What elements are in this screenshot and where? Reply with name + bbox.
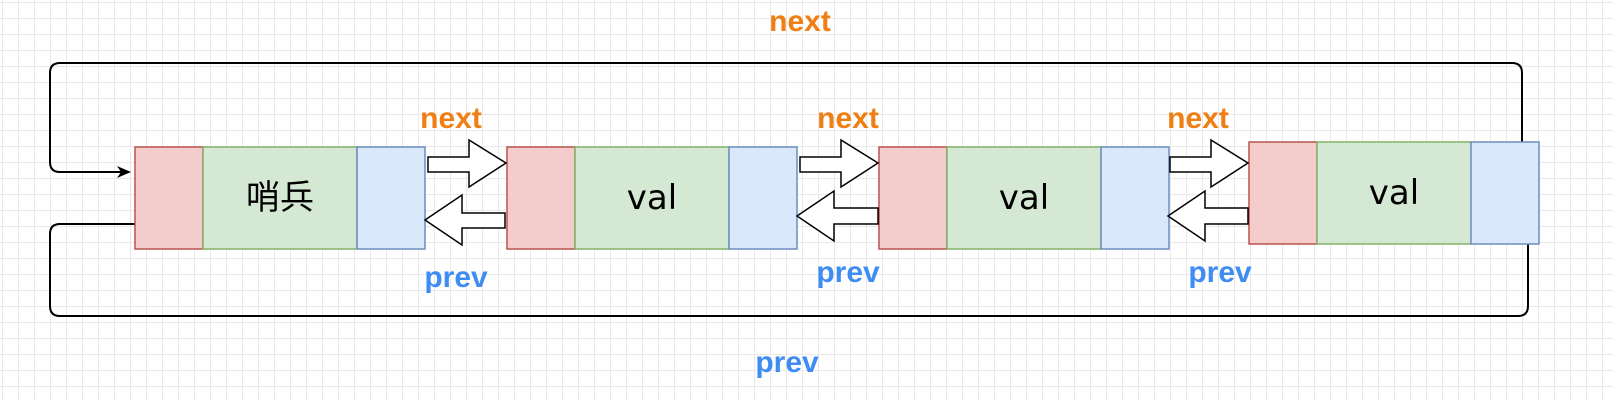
next-label: next <box>817 102 879 135</box>
next-pointer-arrow <box>427 138 508 189</box>
node-value-text: val <box>627 178 677 218</box>
wrap-prev-label: prev <box>755 346 819 379</box>
node-value-field <box>1316 141 1472 245</box>
node-value-text: val <box>999 178 1049 218</box>
next-label: next <box>1167 102 1229 135</box>
node-value-field <box>202 146 358 250</box>
node-prev-field <box>506 146 576 250</box>
node-next-field <box>356 146 426 250</box>
node-value-field <box>574 146 730 250</box>
next-pointer-arrow <box>799 138 880 189</box>
list-node: val <box>878 146 1170 250</box>
node-next-field <box>728 146 798 250</box>
list-node-sentinel: 哨兵 <box>134 146 426 250</box>
prev-pointer-arrow <box>795 189 879 243</box>
node-value-field <box>946 146 1102 250</box>
node-prev-field <box>134 146 204 250</box>
next-label: next <box>420 102 482 135</box>
node-prev-field <box>1248 141 1318 245</box>
node-value-text: val <box>1369 173 1419 213</box>
node-value-text: 哨兵 <box>246 178 314 218</box>
node-next-field <box>1100 146 1170 250</box>
node-prev-field <box>878 146 948 250</box>
next-pointer-arrow <box>1169 138 1250 189</box>
node-next-field <box>1470 141 1540 245</box>
prev-label: prev <box>816 256 880 289</box>
prev-label: prev <box>1188 256 1252 289</box>
prev-pointer-arrow <box>423 193 506 247</box>
list-node-tail: val <box>1248 141 1540 245</box>
prev-label: prev <box>424 261 488 294</box>
wrap-next-label: next <box>769 5 831 38</box>
prev-pointer-arrow <box>1166 189 1249 243</box>
list-node: val <box>506 146 798 250</box>
